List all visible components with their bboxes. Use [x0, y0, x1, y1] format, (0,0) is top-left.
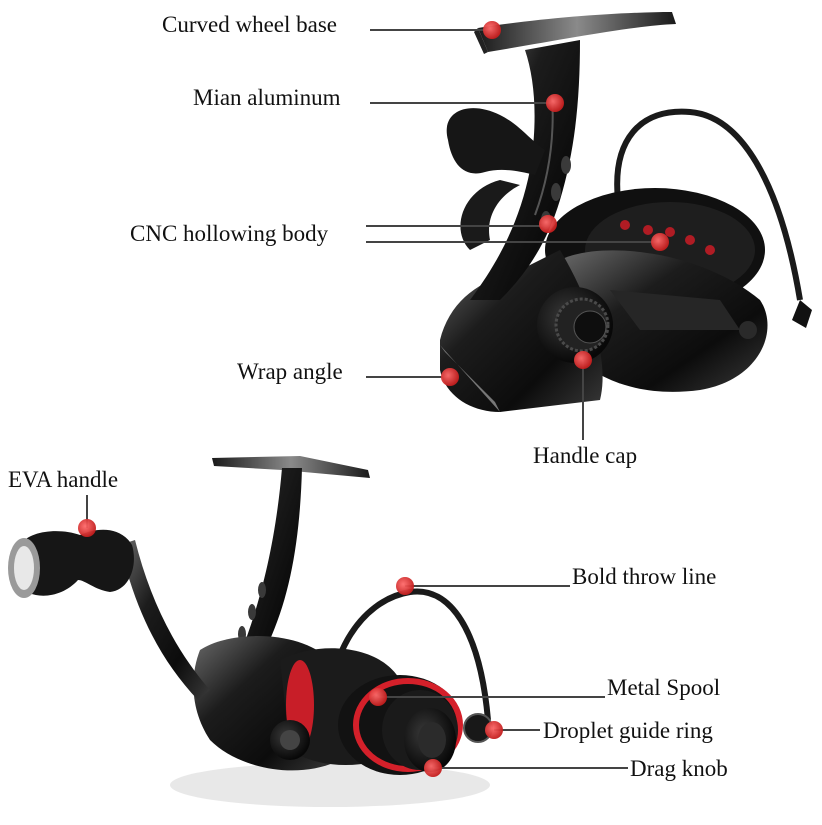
top-handle-cap	[573, 310, 607, 344]
dot-metal-spool	[369, 688, 387, 706]
bottom-handle-arm	[120, 540, 210, 700]
label-bold-throw-line: Bold throw line	[572, 564, 716, 589]
bottom-stem	[238, 468, 302, 660]
dot-handle-cap	[574, 351, 592, 369]
callout-dots	[78, 21, 669, 777]
label-curved-wheel-base: Curved wheel base	[162, 12, 337, 37]
label-drag-knob: Drag knob	[630, 756, 728, 781]
label-cnc-hollowing-body: CNC hollowing body	[130, 221, 329, 246]
dot-curved-wheel-base	[483, 21, 501, 39]
label-eva-handle: EVA handle	[8, 467, 118, 492]
dot-bold-throw-line	[396, 577, 414, 595]
dot-cnc-spool	[651, 233, 669, 251]
label-main-aluminum: Mian aluminum	[193, 85, 341, 110]
top-eva-knob	[446, 108, 545, 175]
label-droplet-guide-ring: Droplet guide ring	[543, 718, 713, 743]
leader-lines	[86, 29, 660, 769]
bottom-reel	[8, 456, 493, 807]
dot-wrap-angle	[441, 368, 459, 386]
top-bail-wire	[614, 108, 803, 301]
dot-drag-knob	[424, 759, 442, 777]
dot-main-aluminum	[546, 94, 564, 112]
callout-labels: Curved wheel base Mian aluminum CNC holl…	[8, 12, 728, 781]
dot-droplet-guide-ring	[485, 721, 503, 739]
top-wheel-base	[478, 12, 676, 52]
top-reel	[440, 12, 812, 412]
bottom-wheel-base	[212, 456, 370, 478]
label-metal-spool: Metal Spool	[607, 675, 720, 700]
bottom-eva-handle	[12, 529, 134, 596]
label-wrap-angle: Wrap angle	[237, 359, 343, 384]
dot-eva-handle	[78, 519, 96, 537]
label-handle-cap: Handle cap	[533, 443, 637, 468]
top-handle-arm	[460, 180, 520, 250]
dot-cnc-stem	[539, 215, 557, 233]
